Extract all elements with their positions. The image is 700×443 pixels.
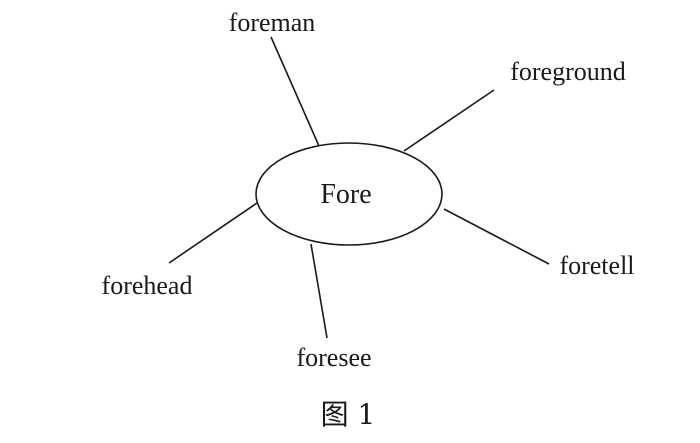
branch-label-foresee: foresee (296, 343, 371, 372)
center-label: Fore (320, 179, 371, 210)
branch-label-foreground: foreground (510, 57, 626, 86)
center-ellipse (255, 142, 443, 246)
branch-line-forehead (168, 202, 258, 264)
branch-label-foretell: foretell (559, 251, 634, 280)
branch-line-foretell (443, 208, 550, 265)
figure-caption: 图 1 (321, 398, 376, 431)
branch-line-foreman (270, 36, 320, 147)
branch-label-forehead: forehead (102, 271, 193, 300)
branch-line-foreground (403, 89, 495, 152)
branch-line-foresee (310, 243, 328, 339)
branch-label-foreman: foreman (229, 8, 316, 37)
